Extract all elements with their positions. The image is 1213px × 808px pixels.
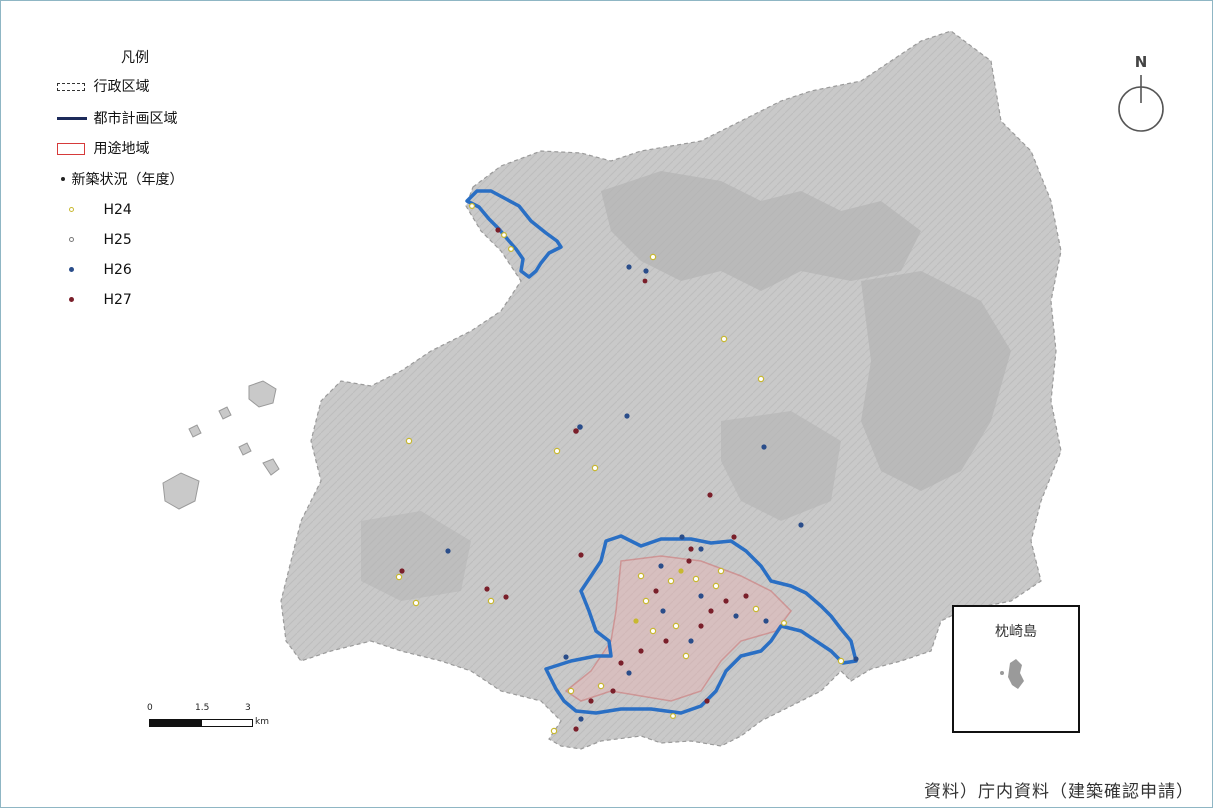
admin-boundary-symbol	[53, 77, 89, 97]
construction-points	[395, 203, 859, 735]
legend-label: H27	[103, 292, 132, 308]
legend-item-construction: 新築状況（年度）	[53, 170, 183, 190]
scale-bar: 0 1.5 3 km	[147, 703, 287, 733]
legend-item-land-use: 用途地域	[53, 139, 149, 159]
island	[262, 458, 280, 476]
legend-item-h26: H26	[53, 260, 132, 280]
mountain-zone	[361, 511, 471, 601]
source-note: 資料）庁内資料（建築確認申請）	[924, 782, 1194, 802]
legend-label: H26	[103, 262, 132, 278]
mountain-zone	[721, 411, 841, 521]
island	[218, 406, 232, 420]
h24-marker-symbol	[53, 200, 89, 220]
legend-item-h24: H24	[53, 200, 132, 220]
legend-item-h25: H25	[53, 230, 132, 250]
h27-marker-symbol	[53, 290, 89, 310]
city-planning-boundary-south	[544, 534, 858, 715]
scale-unit: km	[255, 717, 269, 727]
north-arrow-icon	[1118, 75, 1164, 132]
legend-title: 凡例	[121, 50, 149, 66]
legend-label: 行政区域	[93, 79, 150, 95]
north-label: N	[1134, 53, 1148, 71]
city-planning-line-symbol	[53, 109, 89, 129]
legend-item-h27: H27	[53, 290, 132, 310]
inset-label: 枕崎島	[995, 624, 1037, 640]
h26-marker-symbol	[53, 260, 89, 280]
legend-label: 新築状況（年度）	[71, 172, 184, 188]
scale-tick-2: 3	[245, 703, 251, 713]
inset-map: 枕崎島	[952, 605, 1080, 733]
island	[162, 472, 200, 510]
legend-label: 都市計画区域	[93, 111, 178, 127]
scale-tick-1: 1.5	[195, 703, 210, 713]
land-use-zone-symbol	[53, 139, 89, 159]
legend-label: H24	[103, 202, 132, 218]
legend-label: H25	[103, 232, 132, 248]
legend-label: 用途地域	[93, 141, 150, 157]
inset-island-shape	[1000, 659, 1024, 689]
h25-marker-symbol	[53, 230, 89, 250]
legend-item-admin-area: 行政区域	[53, 77, 149, 97]
mountain-zone	[861, 271, 1011, 491]
scale-segment-light	[201, 719, 253, 727]
scale-tick-0: 0	[147, 703, 153, 713]
island	[238, 442, 252, 456]
legend-item-city-planning: 都市計画区域	[53, 109, 177, 129]
island	[248, 380, 277, 408]
north-arrow: N	[1113, 53, 1169, 133]
small-dot-symbol	[53, 170, 89, 190]
island	[188, 424, 202, 438]
scale-segment-dark	[149, 719, 201, 727]
mountain-zone	[601, 171, 921, 291]
